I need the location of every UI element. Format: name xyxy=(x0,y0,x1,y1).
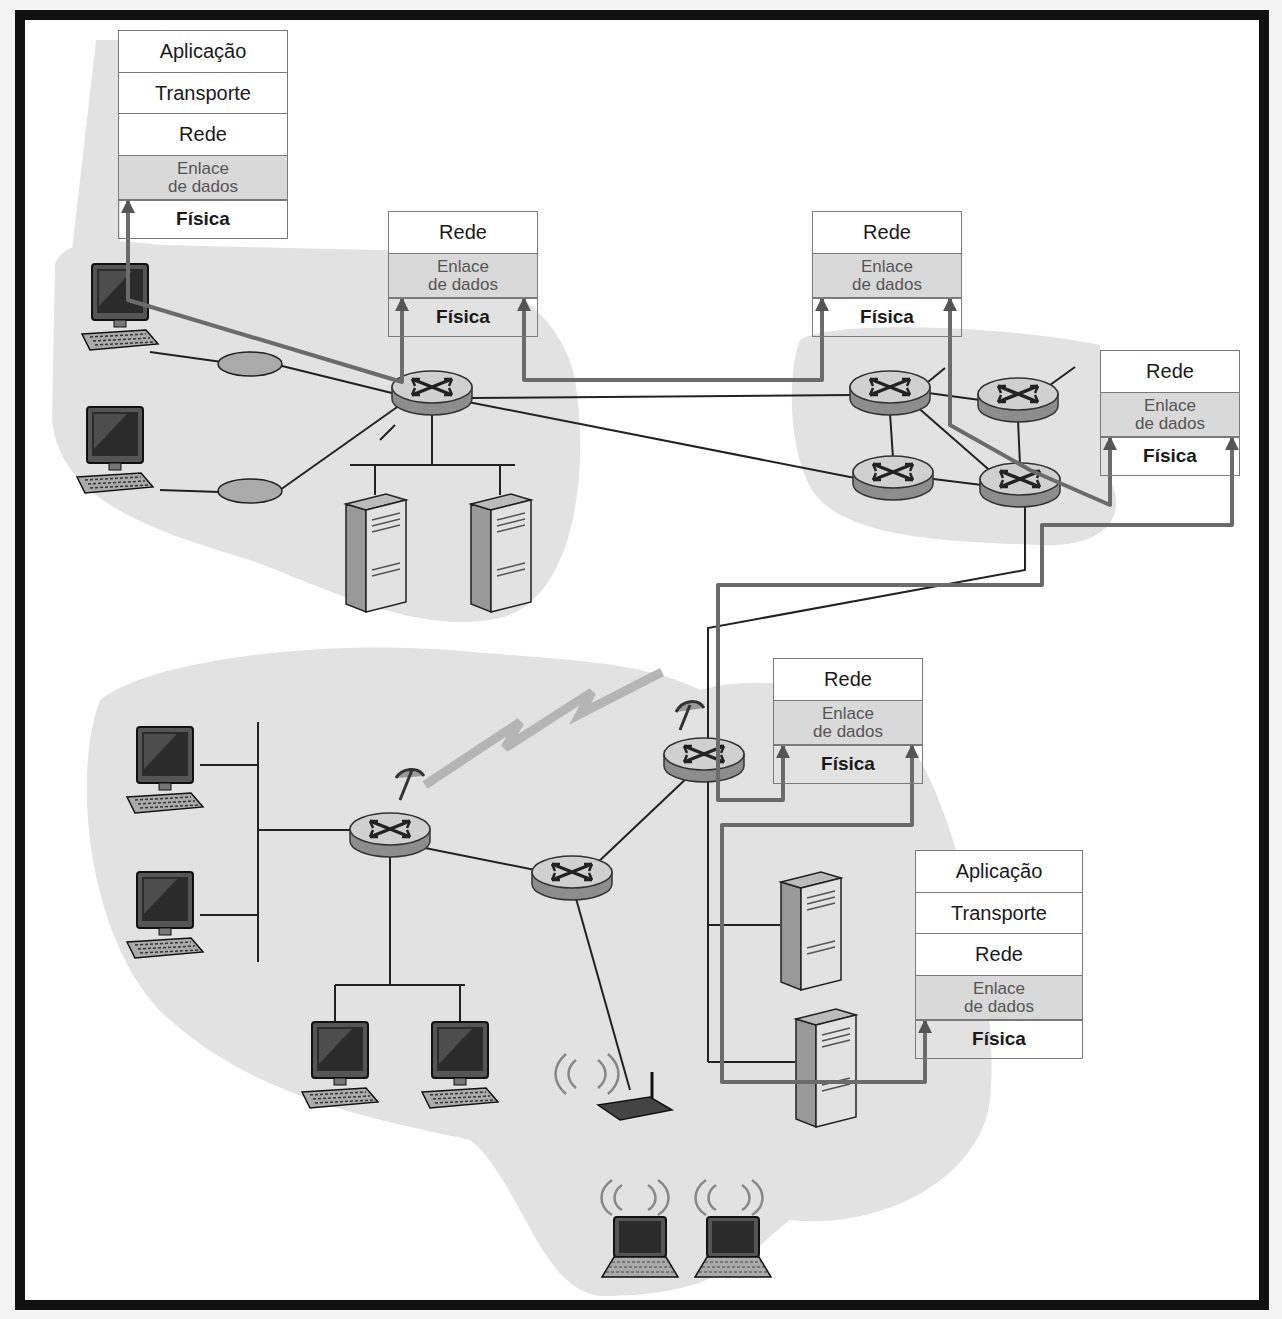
router xyxy=(532,856,612,900)
layer-label: Aplicação xyxy=(160,40,247,63)
desktop-computer xyxy=(127,727,203,813)
layer-box: Aplicação xyxy=(118,30,288,73)
layer-box: Rede xyxy=(1100,350,1240,393)
router xyxy=(350,813,430,857)
layer-box: Rede xyxy=(118,113,288,156)
wireless-router xyxy=(598,1097,672,1120)
desktop-computer xyxy=(422,1022,498,1108)
radio-waves xyxy=(556,1054,619,1094)
router xyxy=(853,456,933,500)
layer-label: Rede xyxy=(439,221,487,244)
layer-label: Física xyxy=(821,753,875,775)
layer-label: Rede xyxy=(1146,360,1194,383)
desktop-computer xyxy=(127,872,203,958)
network-region xyxy=(792,327,1116,545)
layer-label: Enlace de dados xyxy=(962,980,1035,1015)
server xyxy=(471,494,531,612)
layer-box: Física xyxy=(1100,436,1240,476)
layer-box: Física xyxy=(773,744,923,784)
layer-label: Rede xyxy=(975,943,1023,966)
layer-label: Enlace de dados xyxy=(811,705,884,740)
wire xyxy=(150,352,222,362)
server xyxy=(796,1009,856,1127)
wire xyxy=(335,852,465,1025)
layer-label: Transporte xyxy=(155,82,251,105)
picture-frame xyxy=(20,15,1264,1305)
layer-label: Enlace de dados xyxy=(850,258,923,293)
network-region xyxy=(52,242,580,623)
link-path xyxy=(722,746,925,1083)
layer-label: Aplicação xyxy=(956,860,1043,883)
link-path xyxy=(718,438,1232,801)
region-callout xyxy=(70,40,288,268)
layer-box: Enlace de dados xyxy=(915,975,1083,1021)
desktop-computer xyxy=(302,1022,378,1108)
router-antenna xyxy=(651,1072,654,1098)
modem xyxy=(218,352,282,376)
layer-label: Enlace de dados xyxy=(1133,397,1206,432)
wire xyxy=(278,365,400,395)
wire xyxy=(380,367,1075,485)
radio-waves xyxy=(696,1180,763,1215)
layer-box: Enlace de dados xyxy=(118,155,288,201)
layer-box: Física xyxy=(915,1019,1083,1059)
dish-antenna xyxy=(676,702,704,730)
server xyxy=(781,872,841,990)
wire xyxy=(350,410,515,495)
layer-label: Transporte xyxy=(951,902,1047,925)
layer-label: Física xyxy=(1143,445,1197,467)
wireless-link xyxy=(425,672,662,785)
wire xyxy=(575,895,630,1090)
layer-box: Física xyxy=(812,297,962,337)
network-region xyxy=(87,647,992,1296)
link-path xyxy=(950,299,1110,506)
laptop xyxy=(602,1217,678,1277)
layer-label: Rede xyxy=(863,221,911,244)
layer-box: Transporte xyxy=(915,892,1083,935)
layer-label: Física xyxy=(860,306,914,328)
server xyxy=(346,494,406,612)
router xyxy=(980,463,1060,507)
dish-antenna xyxy=(396,769,424,800)
layer-box: Aplicação xyxy=(915,850,1083,893)
layer-label: Física xyxy=(436,306,490,328)
layer-box: Enlace de dados xyxy=(773,700,923,746)
wire xyxy=(708,505,1025,740)
layer-label: Enlace de dados xyxy=(426,258,499,293)
layer-label: Enlace de dados xyxy=(166,160,239,195)
link-path xyxy=(128,201,402,383)
wire xyxy=(425,848,545,872)
wire xyxy=(468,402,855,478)
layer-box: Enlace de dados xyxy=(388,253,538,299)
modem xyxy=(218,479,282,503)
layer-box: Transporte xyxy=(118,72,288,115)
router xyxy=(850,371,930,415)
router xyxy=(978,378,1058,422)
layer-box: Rede xyxy=(388,211,538,254)
router xyxy=(664,738,744,782)
link-path xyxy=(524,299,822,381)
layer-box: Rede xyxy=(812,211,962,254)
layer-label: Física xyxy=(972,1028,1026,1050)
wire xyxy=(280,405,400,490)
wire xyxy=(200,722,355,962)
layer-box: Enlace de dados xyxy=(812,253,962,299)
layer-box: Rede xyxy=(773,658,923,701)
wire xyxy=(470,395,852,398)
layer-box: Enlace de dados xyxy=(1100,392,1240,438)
wire xyxy=(160,490,220,492)
layer-box: Física xyxy=(118,199,288,239)
desktop-computer xyxy=(77,407,153,493)
radio-waves xyxy=(602,1180,669,1215)
wire xyxy=(595,775,690,865)
layer-label: Rede xyxy=(824,668,872,691)
layer-label: Rede xyxy=(179,123,227,146)
layer-label: Física xyxy=(176,208,230,230)
laptop xyxy=(695,1217,771,1277)
layer-box: Física xyxy=(388,297,538,337)
layer-box: Rede xyxy=(915,933,1083,976)
